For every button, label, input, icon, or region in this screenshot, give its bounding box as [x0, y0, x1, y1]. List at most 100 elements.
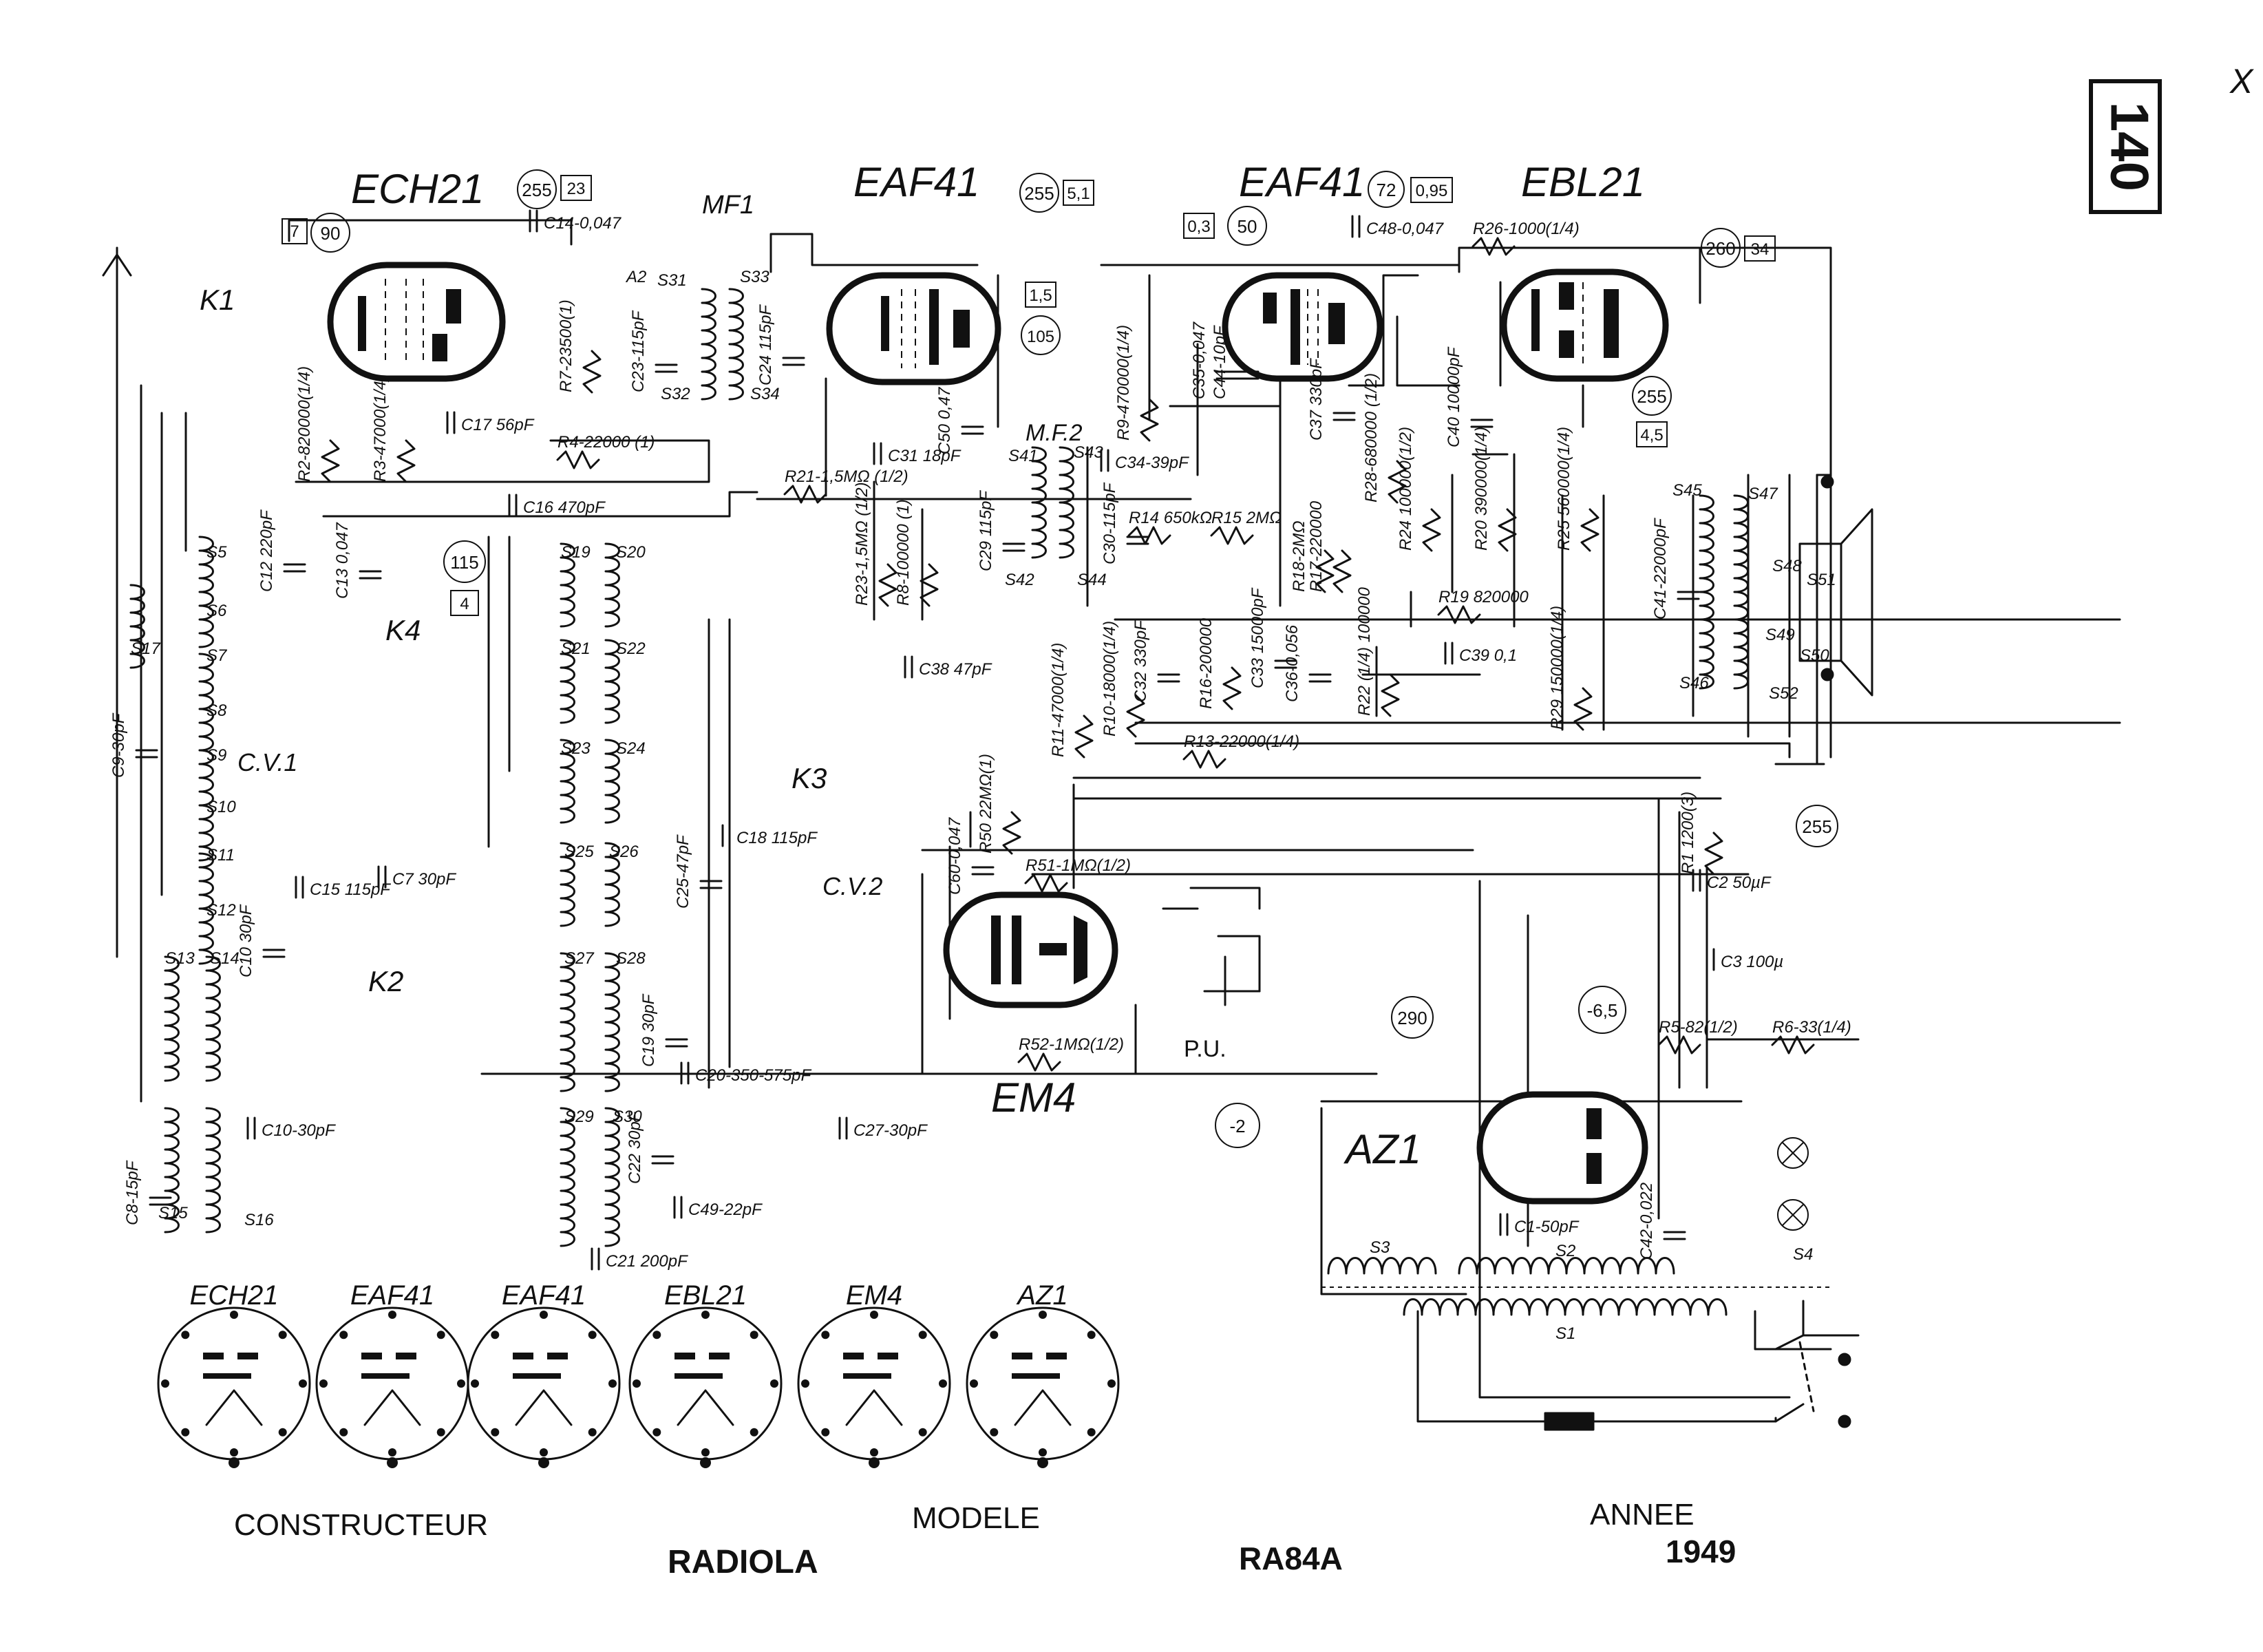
component-label-r21: R21-1,5MΩ (1/2): [785, 467, 909, 486]
component-label-c20: C20-350-575pF: [695, 1066, 811, 1085]
capacitor-symbol-c38: [904, 655, 913, 679]
component-label-c14: C14-0,047: [544, 214, 622, 233]
wiring: [116, 219, 2121, 1399]
component-label-c7: C7 30pF: [392, 870, 456, 889]
component-label-c19: C19 30pF: [639, 993, 658, 1067]
coil-label-s34: S34: [750, 385, 780, 403]
voltage-eaf41-if-cathode: 1,5: [1029, 286, 1052, 305]
voltage-ech21-anode: 255: [522, 180, 551, 200]
coil-label-s3: S3: [1370, 1238, 1390, 1257]
component-label-c50: C50 0,47: [935, 386, 954, 454]
capacitor-symbol-c14: [529, 209, 538, 233]
component-label-c60: C60-0,047: [946, 816, 964, 895]
resistor-symbol-r14: [1127, 526, 1171, 545]
component-label-r6: R6-33(1/4): [1772, 1018, 1851, 1037]
coil-winding: [560, 1107, 575, 1247]
capacitor-symbol-c9: [135, 749, 158, 759]
component-label-c29: C29 115pF: [977, 490, 995, 571]
capacitor-symbol-c25: [699, 880, 723, 889]
component-label-c35: C35-0,047: [1190, 321, 1209, 399]
component-label-c37: C37 330pF: [1307, 358, 1326, 441]
component-label-c41: C41-22000pF: [1651, 518, 1670, 620]
resistor-symbol-r19: [1437, 605, 1481, 624]
tube-label-ebl21: EBL21: [1521, 159, 1645, 205]
voltage-255-psu: 255: [1802, 816, 1831, 837]
coil-winding: [1733, 494, 1749, 690]
coil-label-s20: S20: [616, 543, 646, 562]
component-label-r10: R10-18000(1/4): [1101, 621, 1119, 737]
voltage-eaf41-af-grid: 50: [1237, 216, 1257, 237]
capacitor-symbol-c10b: [246, 1116, 256, 1140]
coil-label-s42: S42: [1005, 571, 1034, 589]
coil-winding: [604, 639, 620, 724]
component-label-r51: R51-1MΩ(1/2): [1026, 856, 1131, 875]
component-label-r3: R3-47000(1/4): [371, 375, 390, 482]
switch-k1: K1: [200, 284, 235, 316]
capacitor-symbol-c10a: [262, 949, 286, 958]
component-label-c36: C36-0,056: [1283, 624, 1302, 702]
capacitor-symbol-c18: [721, 824, 731, 847]
resistor-symbol-r10: [1126, 694, 1145, 738]
constructeur-value: RADIOLA: [668, 1544, 818, 1580]
resistor-symbol-r8: [920, 563, 939, 607]
tube-eaf41-af: EAF41 72 0,95 0,3 50: [1183, 159, 1453, 382]
switch-k2: K2: [368, 965, 403, 997]
footer: CONSTRUCTEUR RADIOLA MODELE RA84A ANNEE …: [234, 1498, 1736, 1580]
capacitor-symbol-c24: [782, 357, 805, 366]
tube-label-eaf41-if: EAF41: [853, 159, 979, 205]
component-label-r22: R22 (1/4) 100000: [1355, 587, 1374, 716]
capacitor-symbol-c20: [680, 1061, 690, 1085]
component-label-c27: C27-30pF: [853, 1121, 928, 1140]
switch-k3: K3: [791, 762, 827, 794]
resistor-symbol-r11: [1074, 714, 1094, 759]
constructeur-label: CONSTRUCTEUR: [234, 1508, 488, 1542]
capacitor-symbol-c39: [1444, 642, 1454, 665]
voltage-neg65: -6,5: [1587, 1000, 1618, 1021]
coil-winding: [604, 842, 620, 927]
pickup-label: P.U.: [1184, 1036, 1226, 1062]
coil-label-s47: S47: [1748, 485, 1778, 503]
coil-label-s48: S48: [1772, 557, 1802, 575]
capacitor-symbol-c17: [446, 411, 456, 434]
tube-label-eaf41-af: EAF41: [1239, 159, 1365, 205]
component-label-c8: C8-15pF: [123, 1160, 142, 1225]
tuning-cv2: C.V.2: [822, 872, 882, 900]
coil-winding: [604, 542, 620, 628]
component-label-c38: C38 47pF: [919, 660, 992, 679]
component-label-r28: R28-680000 (1/2): [1362, 373, 1381, 502]
coil-winding: [198, 852, 214, 965]
coil-winding: [560, 639, 575, 724]
coil-winding: [604, 952, 620, 1092]
base-label: EAF41: [502, 1280, 586, 1311]
component-label-c13: C13 0,047: [333, 522, 352, 599]
voltage-ebl21-screen: 255: [1637, 386, 1666, 407]
resistor-symbol-r15: [1210, 526, 1254, 545]
coil-label-s44: S44: [1077, 571, 1107, 589]
coil-winding: [205, 1107, 221, 1233]
tube-ebl21: EBL21 260 34 255 4,5: [1500, 159, 1776, 447]
voltage-ebl21-anode: 260: [1706, 238, 1735, 259]
coil-label-s51: S51: [1807, 571, 1836, 589]
component-label-r8: R8-100000 (1): [894, 499, 913, 606]
capacitor-symbol-c44: [1236, 370, 1260, 380]
component-label-r7: R7-23500(1): [557, 299, 575, 392]
component-label-c40: C40 10000pF: [1445, 346, 1463, 447]
capacitor-symbol-c13: [359, 570, 382, 580]
voltage-ebl21-cathode: 34: [1751, 240, 1770, 259]
component-label-r23: R23-1,5MΩ (1/2): [853, 482, 871, 606]
capacitor-symbol-c40: [1470, 419, 1494, 428]
capacitor-symbol-c22: [651, 1155, 674, 1165]
coil-winding: [728, 288, 744, 401]
resistor-symbol-r18: [1315, 549, 1335, 593]
modele-label: MODELE: [912, 1501, 1040, 1535]
component-label-r11: R11-47000(1/4): [1049, 643, 1067, 757]
resistor-symbol-r23: [878, 563, 897, 607]
component-label-c33: C33 15000pF: [1249, 587, 1267, 688]
component-label-r50: R50 22MΩ(1): [977, 754, 995, 854]
voltage-eaf41-af-cathode: 0,3: [1187, 218, 1210, 236]
component-label-c10a: C10 30pF: [237, 904, 255, 977]
coil-label-s24: S24: [616, 739, 646, 758]
capacitor-symbol-c50: [961, 425, 984, 435]
coil-winding: [560, 952, 575, 1092]
